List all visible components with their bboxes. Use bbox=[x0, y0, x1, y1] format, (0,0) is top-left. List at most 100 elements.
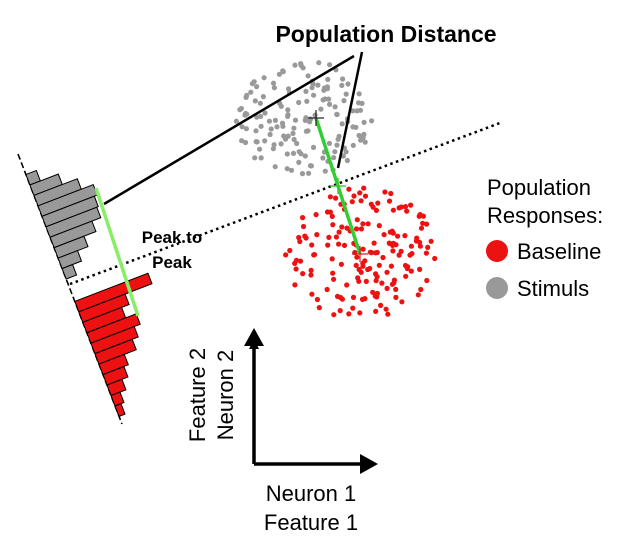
stimulus-response-dot bbox=[356, 91, 362, 97]
baseline-response-dot bbox=[360, 246, 366, 252]
stimulus-response-dot bbox=[254, 84, 260, 90]
baseline-response-dot bbox=[383, 306, 389, 312]
baseline-response-dot bbox=[309, 291, 315, 297]
stimulus-response-dot bbox=[285, 107, 291, 113]
stimulus-response-dot bbox=[316, 60, 322, 66]
stimulus-response-dot bbox=[258, 123, 264, 129]
baseline-response-dot bbox=[357, 190, 363, 196]
stimulus-response-dot bbox=[339, 82, 345, 88]
stimulus-response-dot bbox=[327, 101, 333, 107]
baseline-response-dot bbox=[375, 200, 381, 206]
baseline-response-dot bbox=[387, 229, 393, 235]
baseline-response-dot bbox=[357, 310, 363, 316]
baseline-response-dot bbox=[283, 252, 289, 258]
baseline-response-dot bbox=[403, 273, 409, 279]
stimulus-response-dot bbox=[296, 159, 302, 165]
baseline-response-dot bbox=[370, 289, 376, 295]
baseline-response-dot bbox=[336, 241, 342, 247]
baseline-response-dot bbox=[363, 278, 369, 284]
baseline-response-dot bbox=[296, 234, 302, 241]
baseline-response-dot bbox=[361, 185, 367, 191]
baseline-response-dot bbox=[417, 212, 423, 218]
title-leader-line-right bbox=[336, 51, 364, 169]
boundary-intersection-marker bbox=[330, 178, 346, 194]
baseline-response-dot bbox=[339, 296, 345, 302]
stimulus-response-dot bbox=[285, 86, 292, 92]
stimulus-response-dot bbox=[339, 121, 345, 127]
baseline-response-dot bbox=[344, 225, 350, 231]
baseline-response-dot bbox=[354, 217, 360, 223]
stimulus-response-dot bbox=[290, 130, 296, 136]
baseline-response-dot bbox=[346, 311, 352, 317]
stimulus-response-dot bbox=[343, 91, 349, 97]
baseline-response-dot bbox=[360, 221, 366, 227]
baseline-response-dot bbox=[297, 238, 303, 245]
baseline-response-dot bbox=[388, 190, 394, 197]
stimulus-response-dot bbox=[272, 164, 278, 170]
baseline-response-dot bbox=[350, 294, 357, 300]
stimulus-response-dot bbox=[334, 142, 340, 148]
stimulus-response-dot bbox=[252, 155, 258, 161]
baseline-response-dot bbox=[404, 208, 410, 214]
stimulus-response-dot bbox=[258, 155, 264, 161]
peak-to-peak-line bbox=[94, 187, 140, 317]
baseline-response-dot bbox=[329, 213, 335, 219]
baseline-response-dot bbox=[349, 199, 355, 205]
stimulus-histogram-bar bbox=[61, 263, 78, 280]
baseline-response-dot bbox=[336, 229, 342, 235]
baseline-response-dot bbox=[398, 204, 404, 210]
stimulus-response-dot bbox=[253, 128, 259, 134]
baseline-response-dot bbox=[391, 280, 397, 286]
baseline-response-dot bbox=[330, 222, 336, 228]
baseline-response-dot bbox=[331, 312, 337, 318]
stimulus-response-dot bbox=[303, 115, 309, 121]
stimulus-response-dot bbox=[239, 138, 245, 144]
stimulus-response-dot bbox=[284, 166, 290, 172]
stimulus-response-dot bbox=[320, 155, 326, 161]
stimulus-response-dot bbox=[312, 112, 318, 118]
baseline-response-dot bbox=[371, 240, 377, 246]
baseline-response-dot bbox=[379, 280, 385, 286]
baseline-response-dot bbox=[314, 296, 320, 303]
baseline-response-dot bbox=[324, 286, 330, 293]
stimulus-response-dot bbox=[244, 92, 250, 98]
baseline-response-dot bbox=[300, 215, 306, 221]
baseline-response-dot bbox=[380, 254, 386, 261]
baseline-response-dot bbox=[417, 266, 423, 272]
legend-stimulus-swatch bbox=[486, 277, 508, 299]
baseline-response-dot bbox=[432, 255, 438, 262]
baseline-response-dot bbox=[293, 266, 299, 272]
stimulus-response-dot bbox=[324, 84, 330, 90]
stimulus-response-dot bbox=[288, 167, 295, 173]
stimulus-response-dot bbox=[284, 151, 290, 157]
baseline-response-dot bbox=[408, 243, 414, 249]
stimulus-response-dot bbox=[334, 111, 340, 117]
stimulus-response-dot bbox=[306, 170, 312, 176]
stimulus-response-dot bbox=[294, 140, 300, 147]
stimulus-response-dot bbox=[359, 100, 365, 106]
baseline-response-dot bbox=[372, 250, 379, 256]
baseline-response-dot bbox=[395, 233, 401, 239]
y-axis-label-line2: Feature 2 bbox=[185, 348, 210, 442]
stimulus-response-dot bbox=[300, 65, 306, 71]
baseline-response-dot bbox=[370, 204, 376, 210]
baseline-response-dot bbox=[287, 247, 293, 254]
stimulus-response-dot bbox=[280, 69, 286, 75]
stimulus-response-dot bbox=[310, 144, 317, 150]
baseline-response-dot bbox=[303, 235, 309, 241]
baseline-response-dot bbox=[338, 261, 344, 267]
stimulus-response-dot bbox=[302, 153, 308, 159]
baseline-response-dot bbox=[337, 308, 343, 314]
baseline-response-dot bbox=[424, 277, 430, 284]
stimulus-response-dot bbox=[270, 146, 276, 152]
baseline-response-dot bbox=[333, 195, 339, 201]
baseline-response-dot bbox=[382, 189, 388, 195]
baseline-response-dot bbox=[399, 299, 405, 305]
stimulus-response-dot bbox=[238, 105, 244, 112]
baseline-response-dot bbox=[329, 256, 335, 262]
stimulus-response-dot bbox=[248, 89, 254, 95]
baseline-response-dot bbox=[333, 234, 339, 240]
stimulus-response-dot bbox=[327, 62, 333, 68]
baseline-response-dot bbox=[384, 269, 390, 275]
stimulus-response-dot bbox=[308, 163, 314, 169]
